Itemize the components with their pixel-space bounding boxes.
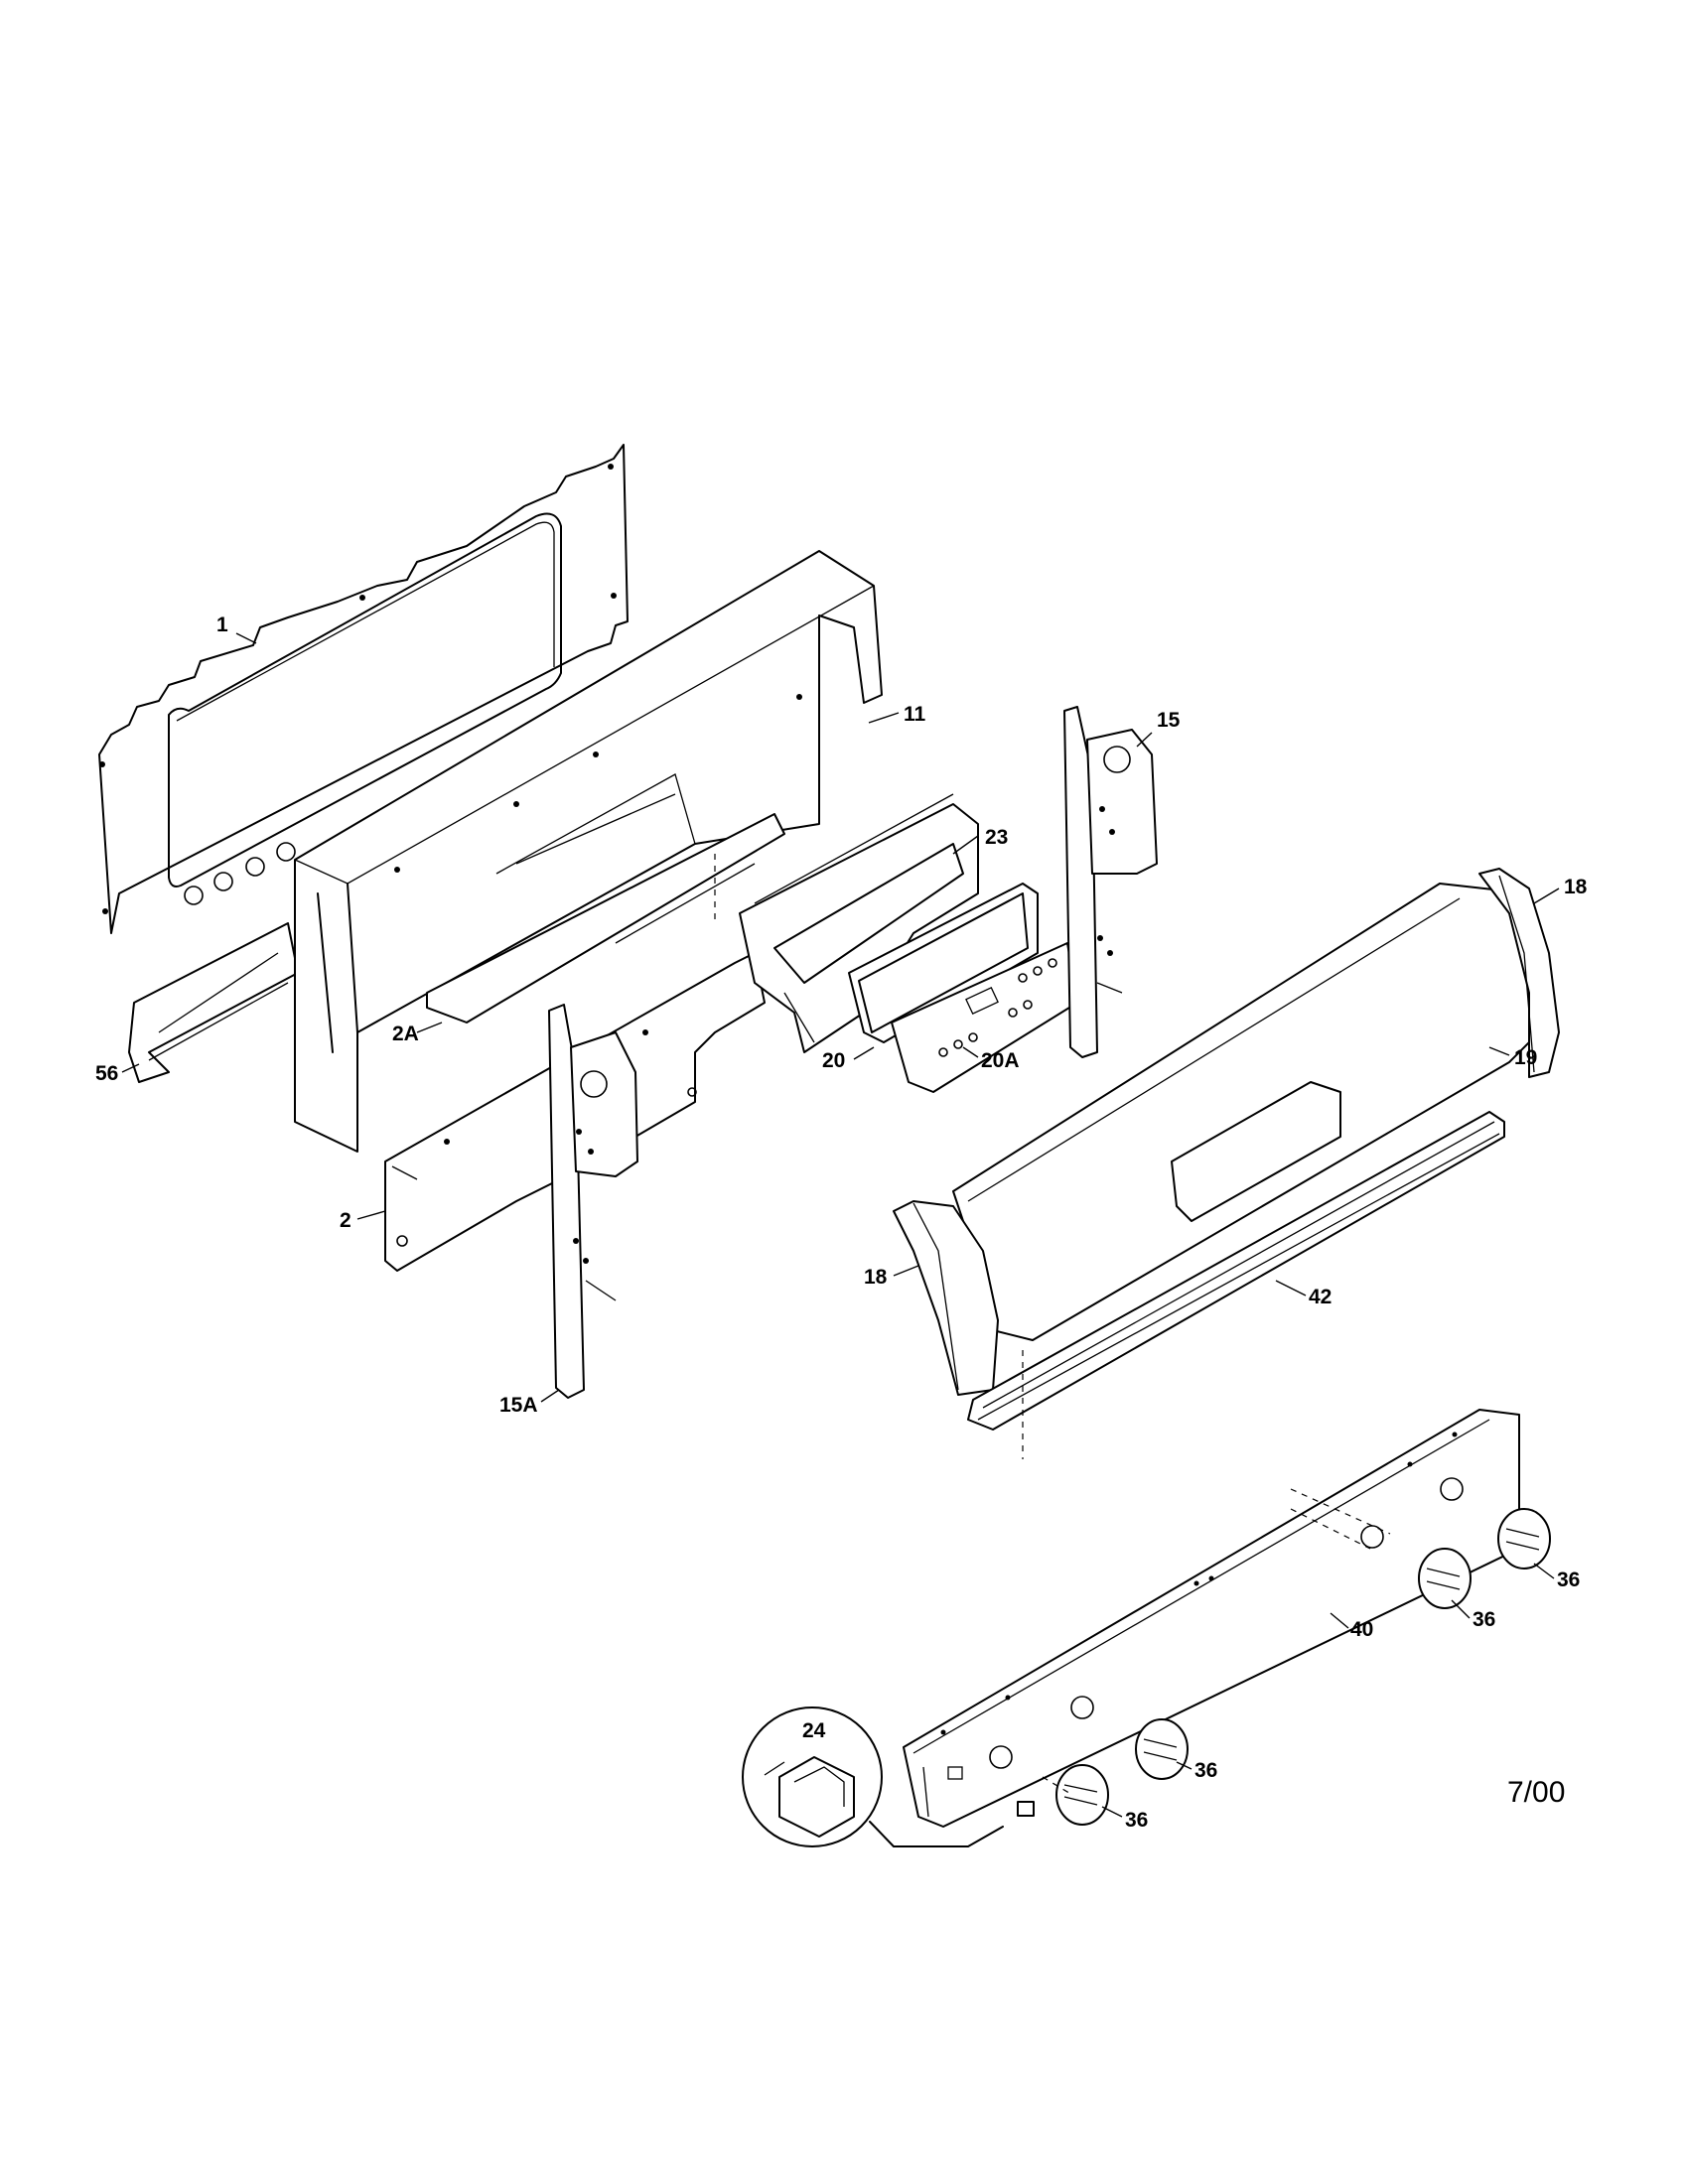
- part-24-switch-detail: [742, 1706, 1035, 1847]
- callout-2a: 2A: [392, 1023, 419, 1045]
- part-20a-overlay: [891, 942, 1078, 1093]
- part-15-bracket-right: [1063, 706, 1158, 1058]
- part-42-trim-strip: [967, 1111, 1505, 1431]
- part-18-end-cap-right: [1478, 868, 1560, 1078]
- part-18-end-cap-left: [893, 1200, 999, 1396]
- callout-36-a: 36: [1557, 1569, 1580, 1591]
- callout-2: 2: [340, 1209, 351, 1232]
- part-36-knob-4: [1497, 1508, 1551, 1570]
- callout-labels: 1 11 15 23 18 56 2A 20 20A 19 2 18 42 15…: [95, 614, 1588, 1832]
- callout-19: 19: [1514, 1046, 1537, 1069]
- callout-20: 20: [822, 1049, 845, 1072]
- callout-36-c: 36: [1194, 1759, 1217, 1782]
- callout-40: 40: [1350, 1618, 1373, 1641]
- callout-42: 42: [1309, 1286, 1332, 1308]
- part-20-board: [848, 883, 1039, 1043]
- part-1-rear-panel: [98, 444, 629, 934]
- part-36-knob-1: [1055, 1764, 1109, 1826]
- callout-18-left: 18: [864, 1266, 888, 1289]
- part-11-frame: [294, 550, 883, 1153]
- callout-11: 11: [904, 703, 926, 726]
- leader-lines: [121, 632, 1560, 1818]
- part-56-bracket: [128, 922, 299, 1083]
- callout-1: 1: [216, 614, 228, 636]
- callout-15a: 15A: [499, 1394, 538, 1417]
- alignment-lines: [714, 854, 1391, 1796]
- callout-24: 24: [802, 1719, 826, 1742]
- callout-20a: 20A: [981, 1049, 1020, 1072]
- callout-18-top: 18: [1564, 876, 1588, 898]
- part-36-knob-2: [1135, 1718, 1189, 1780]
- callout-56: 56: [95, 1062, 118, 1085]
- part-2a-strip: [426, 813, 785, 1024]
- part-15a-bracket-left: [548, 1004, 638, 1399]
- callout-23: 23: [985, 826, 1008, 849]
- callout-36-d: 36: [1125, 1809, 1148, 1832]
- revision-date: 7/00: [1507, 1776, 1565, 1809]
- callout-15: 15: [1157, 709, 1181, 732]
- callout-36-b: 36: [1473, 1608, 1495, 1631]
- part-36-knob-3: [1418, 1548, 1472, 1609]
